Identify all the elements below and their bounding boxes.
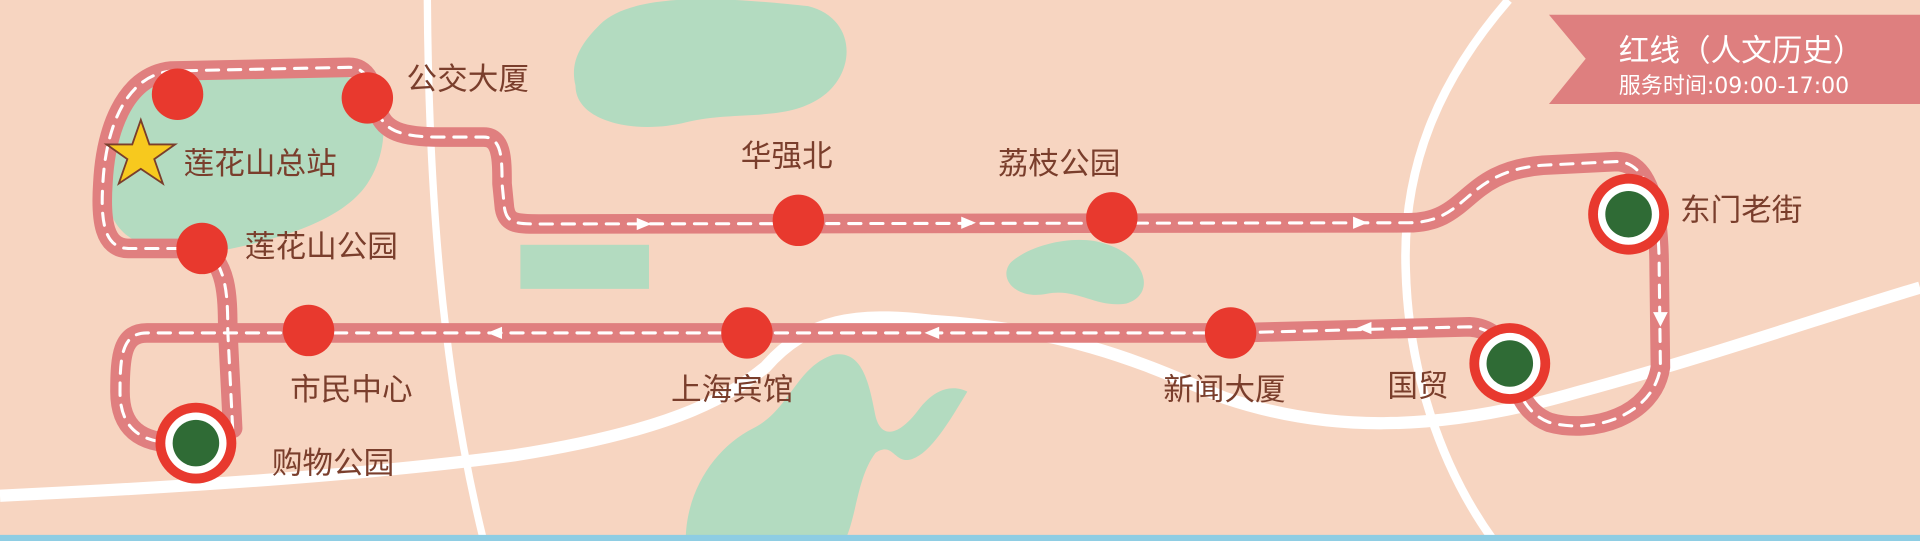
label-lizhi-park: 荔枝公园 [998, 147, 1120, 182]
arrow-left-icon [487, 326, 503, 340]
banner-service-hours: 服务时间:09:00-17:00 [1619, 74, 1849, 99]
banner-line-name: 红线（人文历史） [1619, 34, 1864, 69]
transfer-stop[interactable] [1469, 323, 1551, 404]
arrow-right-icon [961, 216, 976, 229]
star-icon [103, 117, 178, 186]
transfer-stop[interactable] [155, 402, 237, 484]
transfer-stop[interactable] [1588, 173, 1669, 255]
arrow-left-icon [924, 326, 940, 340]
park-top [574, 0, 847, 127]
direction-arrows [487, 216, 1668, 340]
road [0, 281, 1920, 502]
park-rect [520, 244, 649, 289]
label-dongmen: 东门老街 [1680, 193, 1802, 228]
road [1401, 0, 1512, 541]
label-shopping-park: 购物公园 [272, 447, 394, 482]
stop-dot[interactable] [341, 72, 394, 124]
arrow-left-icon [1356, 321, 1372, 335]
station-labels: 莲花山总站 公交大厦 莲花山公园 华强北 荔枝公园 东门老街 国贸 新闻大厦 上… [184, 62, 1803, 481]
park-lizhi [1006, 239, 1144, 305]
park-bottom [685, 354, 968, 541]
line-banner: 红线（人文历史） 服务时间:09:00-17:00 [1548, 14, 1920, 105]
label-civic-center: 市民中心 [290, 373, 412, 408]
label-shanghai-hotel: 上海宾馆 [671, 373, 793, 408]
label-lianhuashan-park: 莲花山公园 [245, 230, 398, 265]
label-news-building: 新闻大厦 [1163, 373, 1285, 408]
stop-dot[interactable] [151, 68, 204, 120]
stop-dot[interactable] [176, 222, 228, 275]
stop-dot[interactable] [1086, 192, 1138, 244]
arrow-down-icon [1653, 312, 1668, 327]
stops [103, 68, 1669, 484]
label-huaqiangbei: 华强北 [741, 139, 833, 174]
stop-dot[interactable] [772, 194, 825, 247]
label-bus-building: 公交大厦 [407, 62, 529, 97]
stop-dot[interactable] [282, 304, 335, 357]
label-terminal: 莲花山总站 [184, 147, 337, 182]
stop-dot[interactable] [721, 307, 773, 359]
label-guomao: 国贸 [1387, 370, 1448, 405]
parks [106, 0, 1144, 541]
arrow-right-icon [636, 217, 652, 231]
road [423, 0, 488, 541]
bottom-bar [0, 534, 1920, 541]
stop-dot[interactable] [1204, 307, 1257, 359]
arrow-right-icon [1353, 216, 1368, 229]
